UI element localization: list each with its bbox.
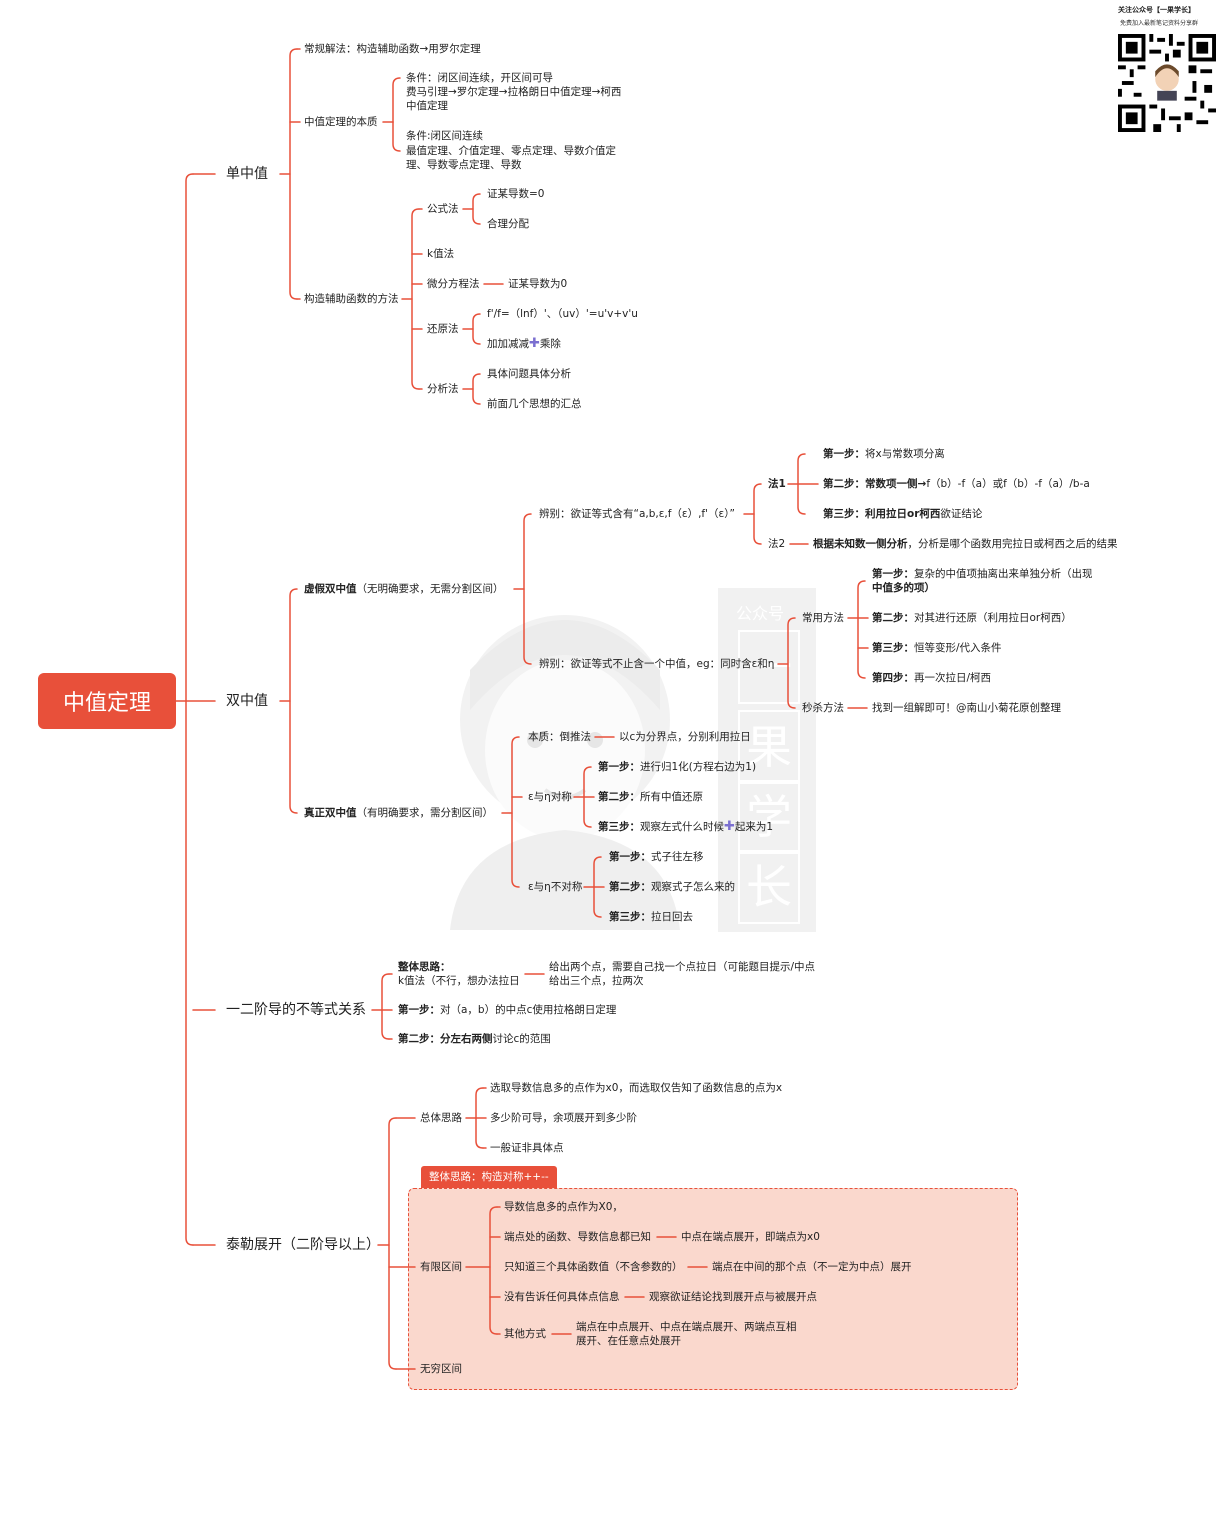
node-taylor-overall[interactable]: 总体思路 bbox=[420, 1112, 462, 1124]
formula-item-2: 合理分配 bbox=[487, 218, 529, 230]
ineq-overall-2[interactable]: k值法（不行，想办法拉日 bbox=[398, 975, 520, 987]
ineq-step-2[interactable]: 第二步：分左右两侧讨论c的范围 bbox=[398, 1033, 551, 1045]
common-step-4: 第四步：再一次拉日/柯西 bbox=[872, 672, 992, 684]
node-construct[interactable]: 构造辅助函数的方法 bbox=[304, 293, 399, 305]
m1-step-2: 第二步：常数项一侧→f（b）-f（a）或f（b）-f（a）/b-a bbox=[823, 478, 1090, 490]
restore-item-1: f'/f=（lnf）'、（uv）'=u'v+v'u bbox=[487, 308, 638, 320]
finite-row-5-detail-1: 端点在中点展开、中点在端点展开、两端点互相 bbox=[576, 1321, 797, 1333]
essence-line-6: 理、导数零点定理、导数 bbox=[406, 159, 522, 171]
common-step-1: 第一步：复杂的中值项抽离出来单独分析（出现 bbox=[872, 568, 1093, 580]
finite-row-1: 导数信息多的点作为X0， bbox=[504, 1201, 623, 1213]
topic-derivative-inequality[interactable]: 一二阶导的不等式关系 bbox=[226, 1002, 366, 1018]
node-common-method[interactable]: 常用方法 bbox=[802, 612, 844, 624]
watermark-char-4: 长 bbox=[738, 850, 800, 924]
root-topic[interactable]: 中值定理 bbox=[38, 673, 176, 729]
watermark-top-text: 公众号 bbox=[736, 604, 785, 623]
node-symmetric[interactable]: ε与η对称 bbox=[528, 791, 572, 803]
watermark-char-2: 果 bbox=[738, 710, 800, 784]
restore-item-2: 加加减减✚乘除 bbox=[487, 336, 561, 351]
watermark-char-3: 学 bbox=[738, 780, 800, 854]
plus-icon: ✚ bbox=[529, 336, 540, 351]
essence-line-5: 最值定理、介值定理、零点定理、导数介值定 bbox=[406, 145, 616, 157]
topic-taylor[interactable]: 泰勒展开（二阶导以上） bbox=[226, 1237, 380, 1253]
node-fake-double[interactable]: 虚假双中值（无明确要求，无需分割区间） bbox=[304, 583, 504, 595]
finite-row-2[interactable]: 端点处的函数、导数信息都已知 bbox=[504, 1231, 651, 1243]
essence-line-3: 中值定理 bbox=[406, 100, 448, 112]
quick-text: 找到一组解即可！@南山小菊花原创整理 bbox=[872, 702, 1061, 714]
asym-step-2: 第二步：观察式子怎么来的 bbox=[609, 881, 735, 893]
formula-item-1: 证某导数=0 bbox=[487, 188, 545, 200]
node-conventional[interactable]: 常规解法：构造辅助函数→用罗尔定理 bbox=[304, 43, 481, 55]
node-distinguish-1[interactable]: 辨别：欲证等式含有“a,b,ε,f（ε）,f'（ε）” bbox=[539, 508, 735, 520]
finite-row-2-detail: 中点在端点展开，即端点为x0 bbox=[681, 1231, 820, 1243]
node-method-1[interactable]: 法1 bbox=[768, 478, 786, 490]
plus-icon: ✚ bbox=[724, 819, 735, 834]
sym-step-3: 第三步：观察左式什么时候✚起来为1 bbox=[598, 819, 774, 834]
node-formula[interactable]: 公式法 bbox=[427, 203, 459, 215]
analysis-item-1: 具体问题具体分析 bbox=[487, 368, 571, 380]
finite-row-3[interactable]: 只知道三个具体函数值（不含参数的） bbox=[504, 1261, 683, 1273]
watermark-char-1: 一 bbox=[738, 630, 800, 704]
topic-double-mean[interactable]: 双中值 bbox=[226, 693, 268, 709]
m2-text: 根据未知数一侧分析，分析是哪个函数用完拉日或柯西之后的结果 bbox=[813, 538, 1118, 550]
real-essence-text: 以c为分界点，分别利用拉日 bbox=[619, 731, 751, 743]
taylor-overall-2: 多少阶可导，余项展开到多少阶 bbox=[490, 1112, 637, 1124]
node-asymmetric[interactable]: ε与η不对称 bbox=[528, 881, 583, 893]
m1-step-3: 第三步：利用拉日or柯西欲证结论 bbox=[823, 508, 983, 520]
finite-row-5-detail-2: 展开、在任意点处展开 bbox=[576, 1335, 681, 1347]
common-step-1-cont: 中值多的项） bbox=[872, 582, 935, 594]
ode-item: 证某导数为0 bbox=[508, 278, 568, 290]
common-step-3: 第三步：恒等变形/代入条件 bbox=[872, 642, 1002, 654]
essence-line-1: 条件：闭区间连续，开区间可导 bbox=[406, 72, 553, 84]
node-restore[interactable]: 还原法 bbox=[427, 323, 459, 335]
topic-single-mean[interactable]: 单中值 bbox=[226, 166, 268, 182]
follow-text: 关注公众号【一果学长】 bbox=[1118, 6, 1195, 14]
node-real-double[interactable]: 真正双中值（有明确要求，需分割区间） bbox=[304, 807, 493, 819]
ineq-overall-1[interactable]: 整体思路： bbox=[398, 961, 451, 973]
qr-code-icon[interactable] bbox=[1118, 34, 1216, 132]
follow-subtext: 免费加入最新笔记资料分享群 bbox=[1120, 20, 1199, 27]
node-essence[interactable]: 中值定理的本质 bbox=[304, 116, 378, 128]
asym-step-3: 第三步：拉日回去 bbox=[609, 911, 693, 923]
node-distinguish-2[interactable]: 辨别：欲证等式不止含一个中值，eg：同时含ε和η bbox=[539, 658, 775, 670]
taylor-overall-3: 一般证非具体点 bbox=[490, 1142, 564, 1154]
node-analysis[interactable]: 分析法 bbox=[427, 383, 459, 395]
node-finite-interval[interactable]: 有限区间 bbox=[420, 1261, 462, 1273]
ineq-overall-text-1: 给出两个点，需要自己找一个点拉日（可能题目提示/中点 bbox=[549, 961, 816, 973]
m1-step-1: 第一步：将x与常数项分离 bbox=[823, 448, 945, 460]
essence-line-2: 费马引理→罗尔定理→拉格朗日中值定理→柯西 bbox=[406, 86, 622, 98]
node-infinite-interval[interactable]: 无穷区间 bbox=[420, 1363, 462, 1375]
node-k-value[interactable]: k值法 bbox=[427, 248, 455, 260]
node-method-2[interactable]: 法2 bbox=[768, 538, 786, 550]
common-step-2: 第二步：对其进行还原（利用拉日or柯西） bbox=[872, 612, 1072, 624]
node-quick-method[interactable]: 秒杀方法 bbox=[802, 702, 844, 714]
taylor-overall-1: 选取导数信息多的点作为x0，而选取仅告知了函数信息的点为x bbox=[490, 1082, 783, 1094]
asym-step-1: 第一步：式子往左移 bbox=[609, 851, 704, 863]
node-real-essence[interactable]: 本质：倒推法 bbox=[528, 731, 591, 743]
ineq-overall-text-2: 给出三个点，拉两次 bbox=[549, 975, 644, 987]
taylor-finite-box bbox=[408, 1188, 1018, 1390]
sym-step-2: 第二步：所有中值还原 bbox=[598, 791, 703, 803]
finite-row-4[interactable]: 没有告诉任何具体点信息 bbox=[504, 1291, 620, 1303]
finite-row-4-detail: 观察欲证结论找到展开点与被展开点 bbox=[649, 1291, 817, 1303]
finite-row-3-detail: 端点在中间的那个点（不一定为中点）展开 bbox=[712, 1261, 912, 1273]
essence-line-4: 条件:闭区间连续 bbox=[406, 130, 484, 142]
finite-row-5[interactable]: 其他方式 bbox=[504, 1328, 546, 1340]
analysis-item-2: 前面几个思想的汇总 bbox=[487, 398, 582, 410]
ineq-step-1[interactable]: 第一步：对（a，b）的中点c使用拉格朗日定理 bbox=[398, 1004, 617, 1016]
sym-step-1: 第一步：进行归1化(方程右边为1) bbox=[598, 761, 757, 773]
taylor-tag: 整体思路：构造对称++-- bbox=[421, 1166, 557, 1188]
node-ode[interactable]: 微分方程法 bbox=[427, 278, 480, 290]
